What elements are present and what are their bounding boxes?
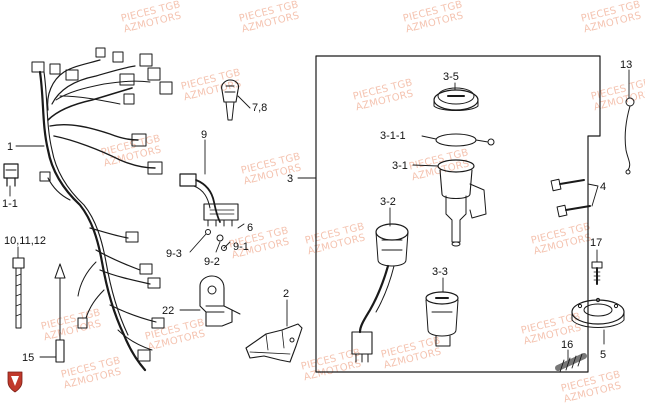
callout-screw: 17: [590, 237, 602, 249]
screw: [591, 261, 603, 285]
tgb-shield-logo: [7, 371, 23, 393]
callout-bracket: 22: [162, 305, 174, 317]
callout-spring: 16: [561, 339, 573, 351]
ignition-switch: [351, 223, 409, 363]
callout-lock-set: 3: [287, 173, 293, 185]
callout-fuel-cap: 5: [600, 349, 606, 361]
main-wiring-harness: [31, 47, 173, 372]
callout-tie-bands: 10,11,12: [4, 235, 46, 247]
key-cover: [435, 133, 495, 147]
relay-cover: [221, 79, 240, 121]
callout-washer-a: 9-3: [166, 248, 182, 260]
tie-clip: [54, 263, 66, 363]
sub-harness: [179, 173, 239, 227]
spring: [555, 353, 587, 373]
callout-harness: 1: [7, 141, 13, 153]
callout-main-lock: 3-1: [392, 160, 408, 172]
callout-cable: 13: [620, 59, 632, 71]
seat-lock: [425, 291, 459, 347]
cable-wire: [624, 97, 635, 175]
mounting-bracket: [199, 275, 241, 327]
tie-band: [12, 257, 25, 329]
leader-lines: [9, 69, 630, 361]
callout-seat-lock: 3-3: [432, 266, 448, 278]
callout-sub-harness-bracket: 6: [247, 222, 253, 234]
callout-labels: 1 1-1 10,11,12 15 7,8 9 6 9-3 9-2 9-1 22…: [2, 59, 632, 364]
lock-cap: [433, 87, 479, 111]
fuse-holder: [3, 163, 19, 187]
fuel-cap-flange: [571, 297, 625, 328]
callout-relay-cover: 7,8: [252, 102, 267, 114]
bolts: [550, 178, 591, 218]
lock-set-frame: [315, 55, 601, 373]
callout-tie-clip: 15: [22, 352, 34, 364]
callout-bolts: 4: [600, 181, 606, 193]
callout-sub-harness: 9: [201, 129, 207, 141]
callout-ignition-switch: 3-2: [380, 196, 396, 208]
callout-lock-cap: 3-5: [443, 71, 459, 83]
heat-shield: [245, 323, 303, 363]
callout-heat-shield: 2: [283, 288, 289, 300]
callout-washer-b: 9-2: [204, 256, 220, 268]
callout-fuse-holder: 1-1: [2, 198, 18, 210]
callout-washer-c: 9-1: [233, 241, 249, 253]
washers: [205, 229, 227, 251]
main-lock-body: [437, 159, 487, 247]
callout-key-cover: 3-1-1: [380, 130, 406, 142]
